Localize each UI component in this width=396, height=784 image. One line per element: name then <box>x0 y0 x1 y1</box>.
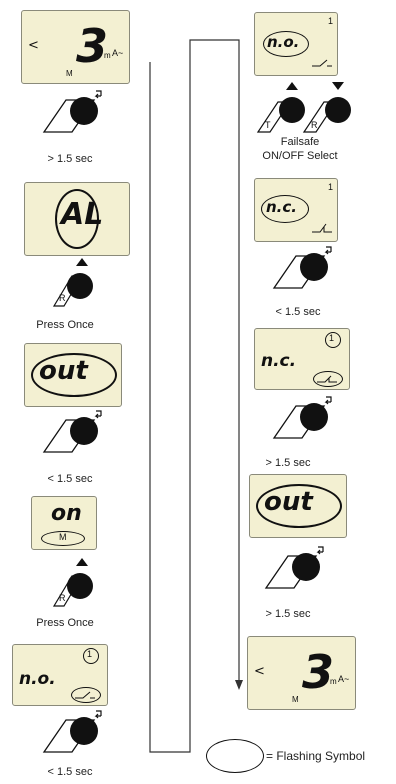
r-key-label: R <box>311 120 318 130</box>
t-key-icon <box>256 82 305 133</box>
lcd-text-out: out <box>264 487 313 517</box>
lcd-text-on: on <box>51 501 82 526</box>
lcd-text-no: n.o. <box>19 669 56 689</box>
enter-key[interactable] <box>42 88 114 138</box>
enter-key-icon <box>264 546 324 589</box>
lcd-m-unit: m <box>104 51 111 60</box>
lcd-main-display-end: < 3 m A~ M <box>247 636 356 710</box>
contact-nc-icon <box>312 223 332 233</box>
failsafe-caption-line1: Failsafe <box>280 136 320 148</box>
lcd-nc-display: 1 n.c. <box>254 178 338 242</box>
r-key[interactable]: R <box>44 256 104 312</box>
r-key-label: R <box>59 293 66 303</box>
lcd-left-arrow: < <box>28 38 39 53</box>
flashing-index-circle <box>83 648 99 664</box>
contact-nc-icon <box>317 375 337 383</box>
flashing-oval <box>55 189 99 249</box>
t-key-label: T <box>265 120 271 130</box>
lcd-mode: M <box>59 532 67 542</box>
flashing-contact-oval <box>71 687 101 703</box>
r-key[interactable]: R <box>44 556 104 612</box>
r-key-icon <box>52 258 93 307</box>
lcd-index: 1 <box>328 16 334 26</box>
flashing-oval <box>263 31 309 57</box>
lcd-out-display: out <box>249 474 347 538</box>
lcd-digit: 3 <box>302 645 335 699</box>
t-key[interactable]: T <box>256 80 308 134</box>
lcd-left-arrow: < <box>254 664 265 679</box>
enter-key[interactable] <box>272 244 344 294</box>
r-key-icon <box>302 82 351 133</box>
lcd-index: 1 <box>87 649 93 659</box>
lcd-text-nc: n.c. <box>266 198 297 216</box>
lcd-no-display: 1 n.o. <box>12 644 108 706</box>
lcd-text-no: n.o. <box>267 33 300 51</box>
flashing-contact-oval <box>313 371 343 387</box>
legend-flashing-oval <box>206 739 264 773</box>
enter-key-icon <box>272 246 332 289</box>
flashing-oval <box>31 353 117 397</box>
lcd-digit: 3 <box>76 19 109 73</box>
flashing-oval <box>256 484 342 528</box>
lcd-m-unit: m <box>330 677 337 686</box>
enter-key-icon <box>42 90 102 133</box>
lcd-unit: A~ <box>338 674 350 684</box>
lcd-mode: M <box>66 69 73 78</box>
lcd-text-nc: n.c. <box>261 351 297 371</box>
enter-key[interactable] <box>42 708 114 758</box>
lcd-main-display: < 3 m A~ M <box>21 10 130 84</box>
flashing-index-circle <box>325 332 341 348</box>
lcd-mode: M <box>292 695 299 704</box>
enter-key[interactable] <box>42 408 114 458</box>
step3-caption: < 1.5 sec <box>47 473 93 485</box>
enter-key[interactable] <box>272 394 344 444</box>
lcd-index: 1 <box>329 333 335 343</box>
lcd-unit: A~ <box>112 48 124 58</box>
flashing-oval <box>41 531 85 546</box>
step1-caption: > 1.5 sec <box>47 153 93 165</box>
step2-caption: Press Once <box>36 319 94 331</box>
enter-key[interactable] <box>264 544 336 594</box>
failsafe-caption-line2: ON/OFF Select <box>262 150 338 162</box>
step9-caption: > 1.5 sec <box>265 608 311 620</box>
lcd-out-display: out <box>24 343 122 407</box>
lcd-alarm-display: AL <box>24 182 130 256</box>
step7-caption: < 1.5 sec <box>275 306 321 318</box>
lcd-index: 1 <box>328 182 334 192</box>
contact-no-icon <box>312 59 332 67</box>
lcd-text-al: AL <box>61 197 104 232</box>
lcd-nc-flash-display: 1 n.c. <box>254 328 350 390</box>
lcd-on-display: on M <box>31 496 97 550</box>
r-key[interactable]: R <box>302 80 354 134</box>
enter-key-icon <box>42 410 102 453</box>
legend-text: = Flashing Symbol <box>266 749 366 763</box>
r-key-icon <box>52 558 93 607</box>
flashing-oval <box>261 195 309 223</box>
r-key-label: R <box>59 593 66 603</box>
lcd-text-out: out <box>39 356 88 386</box>
enter-key-icon <box>272 396 332 439</box>
enter-key-icon <box>42 710 102 753</box>
step4-caption: Press Once <box>36 617 94 629</box>
step8-caption: > 1.5 sec <box>265 457 311 469</box>
lcd-no-top-display: 1 n.o. <box>254 12 338 76</box>
step5-caption: < 1.5 sec <box>47 766 93 778</box>
contact-no-icon <box>75 691 95 699</box>
